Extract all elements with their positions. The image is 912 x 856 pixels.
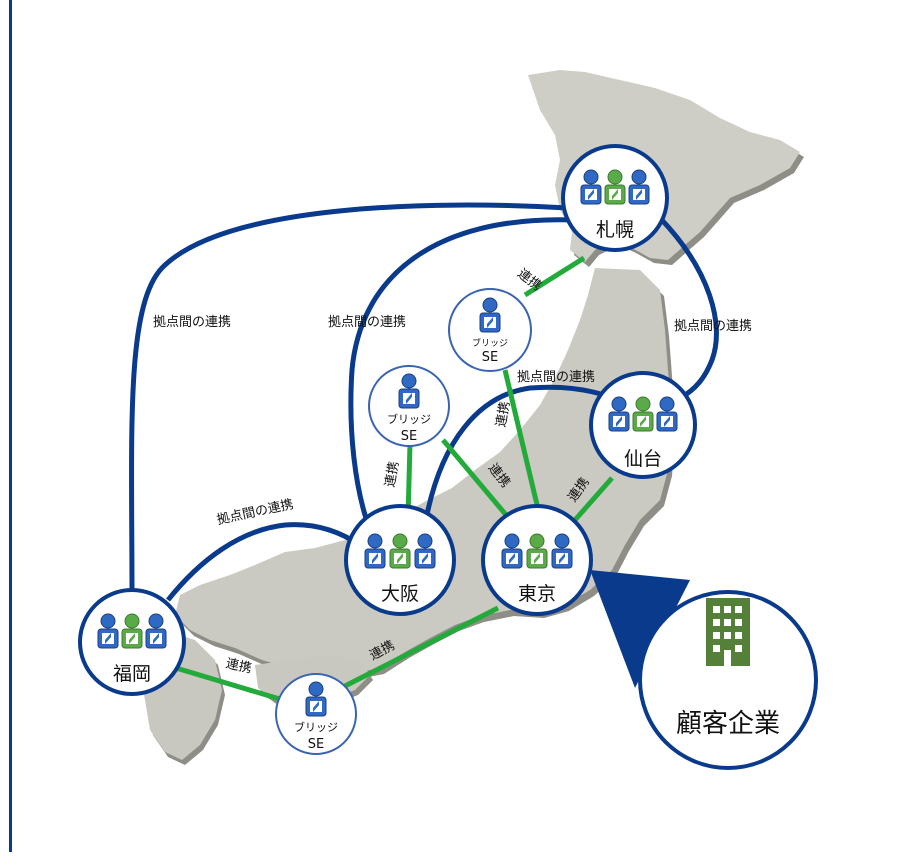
se-label-1: ブリッジ (387, 412, 431, 426)
se-label-2: SE (482, 350, 498, 365)
building-icon (706, 598, 750, 666)
hub-label-osaka: 大阪 (381, 583, 419, 605)
se-node-north[interactable]: ブリッジ SE (448, 288, 532, 372)
hub-label-sendai: 仙台 (624, 448, 662, 470)
person-icon (398, 373, 420, 409)
hub-fukuoka[interactable]: 福岡 (78, 588, 186, 696)
se-label-1: ブリッジ (472, 337, 508, 349)
edge-label-osaka-sapporo: 拠点間の連携 (328, 314, 406, 330)
edge-label-sapporo-se: 連携 (514, 266, 544, 295)
edge-label-osaka-sendai: 拠点間の連携 (517, 369, 595, 385)
se-label-2: SE (308, 737, 324, 752)
customer-node[interactable]: 顧客企業 (638, 590, 818, 770)
customer-label: 顧客企業 (676, 709, 780, 739)
person-icon (479, 297, 501, 333)
hub-sapporo[interactable]: 札幌 (561, 144, 669, 252)
se-node-south[interactable]: ブリッジ SE (275, 673, 357, 755)
edge-label-fukuoka-se: 連携 (224, 656, 253, 677)
se-node-center[interactable]: ブリッジ SE (368, 365, 450, 447)
hub-osaka[interactable]: 大阪 (344, 504, 456, 616)
hub-label-tokyo: 東京 (518, 583, 556, 605)
hub-sendai[interactable]: 仙台 (589, 371, 697, 479)
person-icon (305, 681, 327, 717)
se-label-1: ブリッジ (294, 720, 338, 734)
edge-label-se-tokyo: 連携 (493, 400, 513, 428)
callout-wedge (590, 570, 690, 688)
hub-label-sapporo: 札幌 (596, 219, 634, 241)
se-label-2: SE (401, 429, 417, 444)
hub-tokyo[interactable]: 東京 (481, 504, 593, 616)
edge-label-se-osaka: 連携 (382, 460, 402, 488)
edge-label-fukuoka-sapporo: 拠点間の連携 (153, 314, 231, 330)
cooperation-links (175, 255, 614, 703)
edge-label-sapporo-sendai: 拠点間の連携 (674, 318, 752, 334)
border-line (9, 0, 12, 852)
hub-label-fukuoka: 福岡 (113, 663, 151, 685)
